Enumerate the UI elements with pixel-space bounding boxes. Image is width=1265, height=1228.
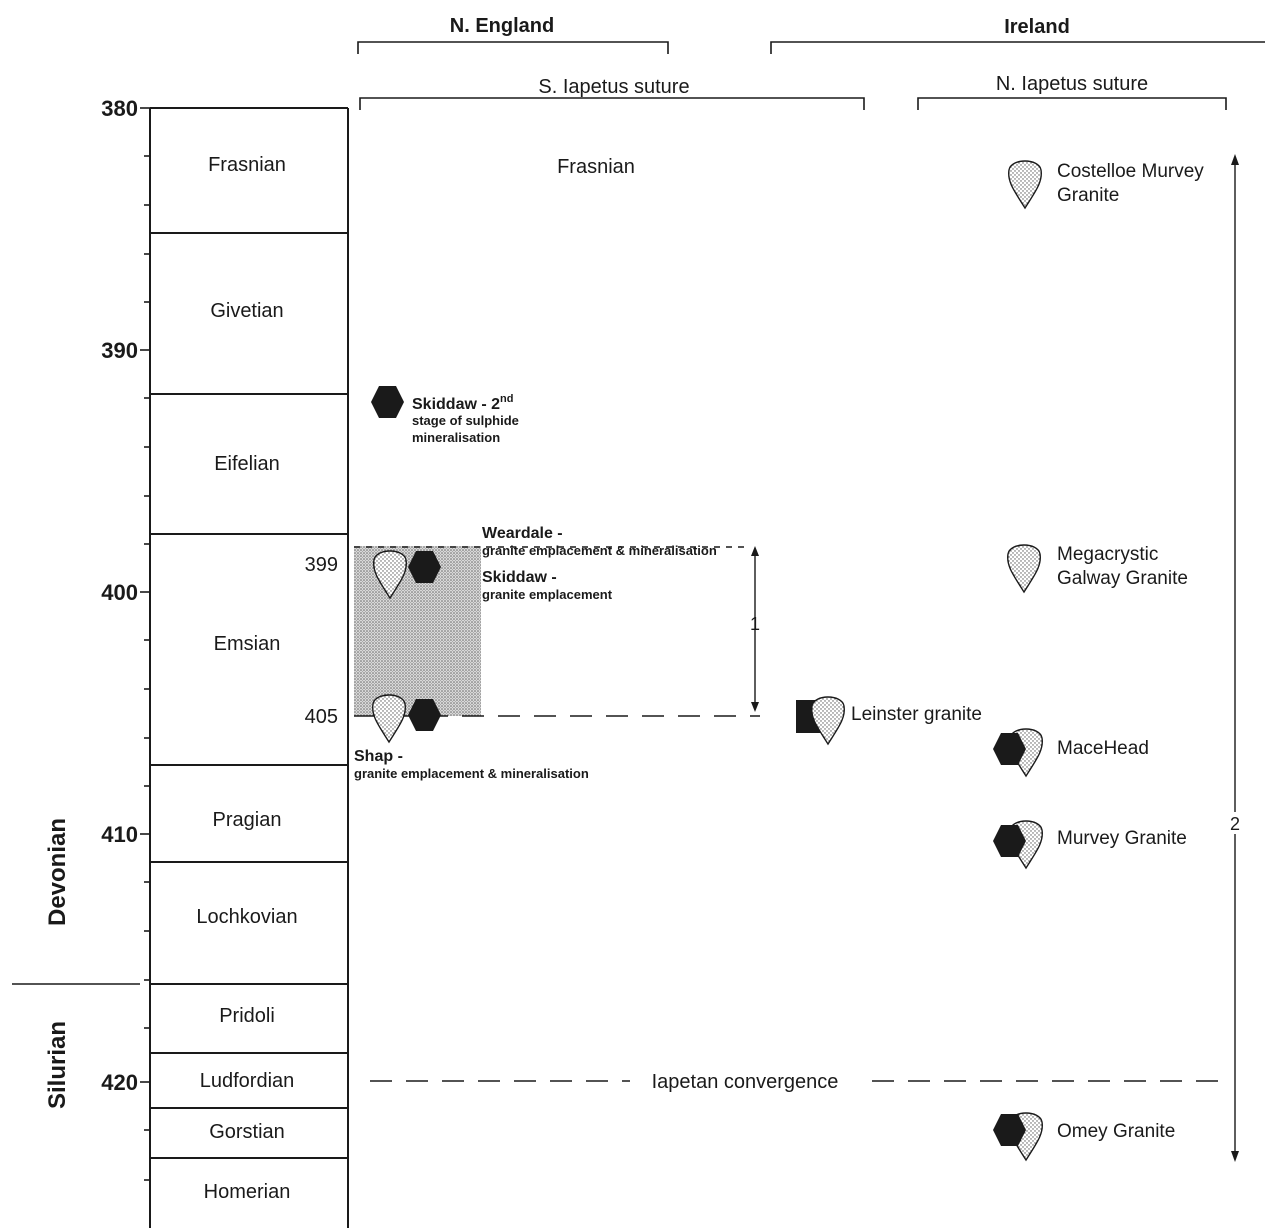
ireland-header: Ireland	[1004, 16, 1070, 38]
galway-label-2: Galway Granite	[1057, 568, 1188, 589]
stage-frasnian: Frasnian	[208, 154, 286, 176]
weardale-label: Weardale -	[482, 525, 563, 542]
teardrop-icon	[372, 694, 406, 744]
n-iapetus-bracket	[917, 97, 1227, 110]
period-devonian: Devonian	[44, 818, 71, 926]
n-england-bracket	[357, 41, 669, 54]
header-brackets	[357, 41, 1265, 110]
skiddaw-1-sub: granite emplacement	[482, 587, 613, 602]
stage-lochkovian: Lochkovian	[196, 906, 297, 928]
dashed-guides	[354, 546, 1228, 1082]
stage-givetian: Givetian	[210, 300, 283, 322]
hexagon-icon	[408, 699, 441, 731]
iapetan-convergence-label: Iapetan convergence	[652, 1071, 839, 1093]
hexagon-icon	[993, 733, 1026, 765]
age-399: 399	[305, 554, 338, 576]
stage-pridoli: Pridoli	[219, 1005, 275, 1027]
skiddaw-2-line2: stage of sulphide	[412, 413, 519, 428]
age-tick-410: 410	[101, 822, 138, 847]
age-405: 405	[305, 706, 338, 728]
weardale-sub: granite emplacement & mineralisation	[482, 543, 717, 558]
costelloe-label-1: Costelloe Murvey	[1057, 161, 1204, 182]
s-iapetus-header: S. Iapetus suture	[538, 76, 689, 98]
macehead-label: MaceHead	[1057, 738, 1149, 759]
frasnian-label: Frasnian	[557, 156, 635, 178]
shap-label: Shap -	[354, 748, 403, 765]
shap-sub: granite emplacement & mineralisation	[354, 766, 589, 781]
teardrop-icon	[811, 696, 845, 746]
n-iapetus-header: N. Iapetus suture	[996, 73, 1148, 95]
stage-column	[149, 107, 349, 1228]
age-tick-420: 420	[101, 1070, 138, 1095]
range-label-2-bg	[1226, 812, 1244, 834]
ireland-bracket	[770, 41, 1265, 54]
s-iapetus-bracket	[359, 97, 865, 110]
range-arrow-1	[751, 546, 759, 712]
costelloe-label-2: Granite	[1057, 185, 1119, 206]
range-arrow-2	[1231, 154, 1239, 1162]
age-tick-380: 380	[101, 96, 138, 121]
range-label-1: 1	[750, 614, 760, 634]
n-england-header: N. England	[450, 15, 554, 37]
hexagon-icon	[993, 825, 1026, 857]
teardrop-icon	[1008, 160, 1042, 210]
hexagon-icon	[371, 386, 404, 418]
leinster-label: Leinster granite	[851, 704, 982, 725]
age-axis	[140, 107, 150, 1181]
range-label-2: 2	[1230, 814, 1240, 834]
stage-homerian: Homerian	[204, 1181, 291, 1203]
age-tick-400: 400	[101, 580, 138, 605]
period-silurian: Silurian	[44, 1021, 71, 1109]
stage-pragian: Pragian	[213, 809, 282, 831]
teardrop-icon	[373, 550, 407, 600]
galway-label-1: Megacrystic	[1057, 544, 1158, 565]
skiddaw-2-line3: mineralisation	[412, 430, 500, 445]
age-tick-390: 390	[101, 338, 138, 363]
skiddaw-1-label: Skiddaw -	[482, 569, 557, 586]
stage-eifelian: Eifelian	[214, 453, 280, 475]
stage-emsian: Emsian	[214, 633, 281, 655]
stage-gorstian: Gorstian	[209, 1121, 285, 1143]
hexagon-icon	[408, 551, 441, 583]
hexagon-icon	[993, 1114, 1026, 1146]
omey-label: Omey Granite	[1057, 1121, 1175, 1142]
skiddaw-2-label: Skiddaw - 2nd	[412, 393, 513, 413]
murvey-label: Murvey Granite	[1057, 828, 1187, 849]
teardrop-icon	[1007, 544, 1041, 594]
stage-ludfordian: Ludfordian	[200, 1070, 295, 1092]
